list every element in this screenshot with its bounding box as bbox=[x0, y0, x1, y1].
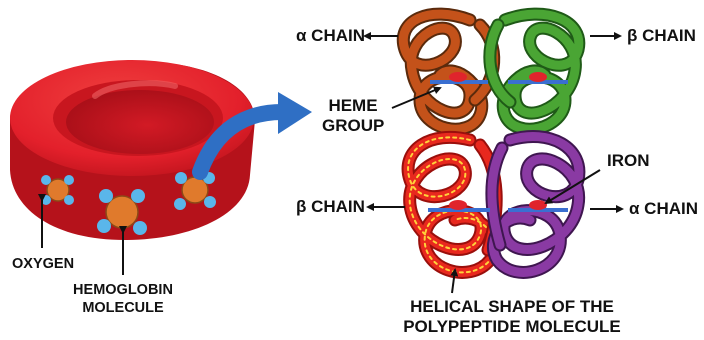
heme-group-label-line1: HEME bbox=[322, 97, 384, 114]
alpha-chain-bottom-label: α CHAIN bbox=[629, 200, 698, 217]
iron-label: IRON bbox=[607, 152, 650, 169]
hemoglobin-label-line2: MOLECULE bbox=[68, 301, 178, 316]
hemoglobin-label-line1: HEMOGLOBIN bbox=[68, 283, 178, 298]
alpha-chain-top bbox=[403, 14, 493, 129]
helical-caption-line1: HELICAL SHAPE OF THE bbox=[352, 298, 672, 315]
beta-chain-top bbox=[490, 14, 579, 129]
beta-chain-top-label: β CHAIN bbox=[627, 27, 696, 44]
heme-group-label-line2: GROUP bbox=[322, 117, 384, 134]
alpha-chain-top-label: α CHAIN bbox=[296, 27, 365, 44]
helical-caption-line2: POLYPEPTIDE MOLECULE bbox=[352, 318, 672, 335]
oxygen-label: OXYGEN bbox=[12, 257, 74, 272]
beta-chain-bottom-label: β CHAIN bbox=[296, 198, 365, 215]
